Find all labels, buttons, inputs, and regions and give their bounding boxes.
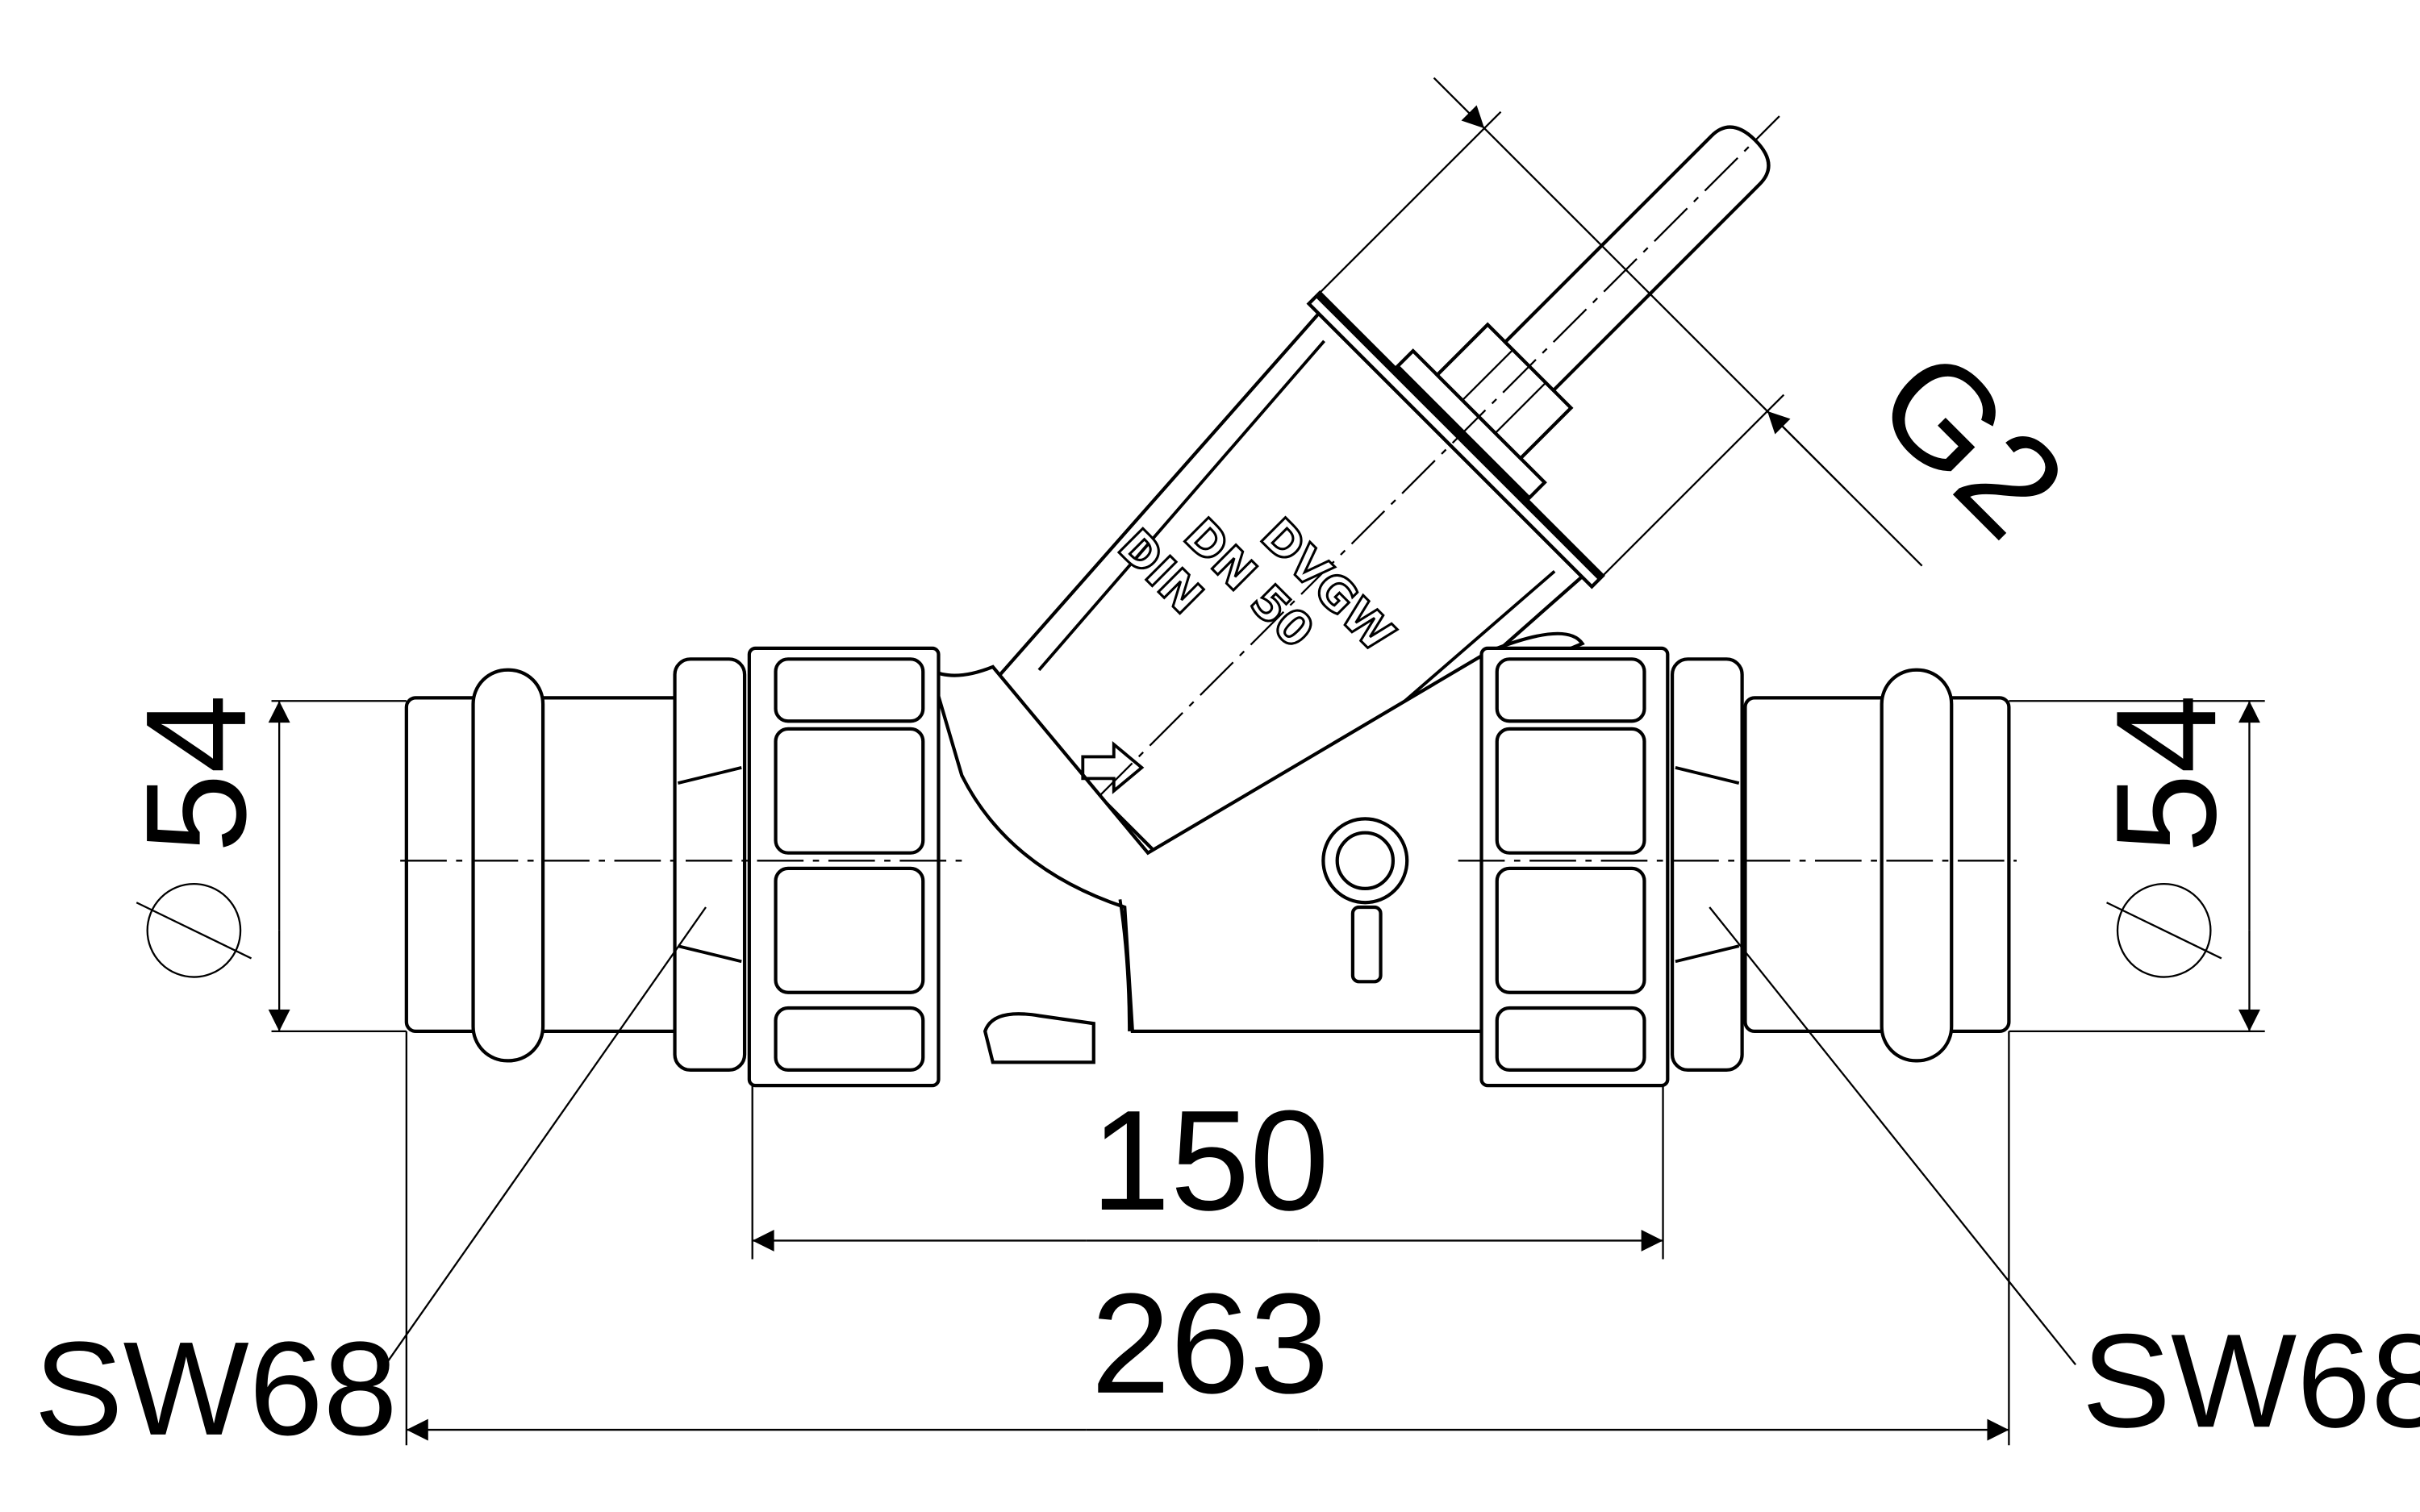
thread-size-label: G2 [1847,320,2094,567]
bonnet-assembly: DVGW DN 50 DIN [987,77,1923,909]
wrench-size-right-label: SW68 [2082,1306,2420,1456]
left-connection [404,646,941,1088]
wrench-size-left-label: SW68 [34,1314,397,1464]
body-length-label: 150 [1091,1081,1329,1240]
diameter-symbol-right [2106,883,2222,978]
overall-length-label: 263 [1091,1264,1329,1423]
right-connection [1479,646,2011,1088]
diameter-symbol-left [136,883,252,978]
valve-body [928,631,1585,1033]
pipe-od-left-label: 54 [117,694,276,853]
pipe-od-right-label: 54 [2087,694,2246,853]
flow-arrow-icon [1081,740,1145,794]
